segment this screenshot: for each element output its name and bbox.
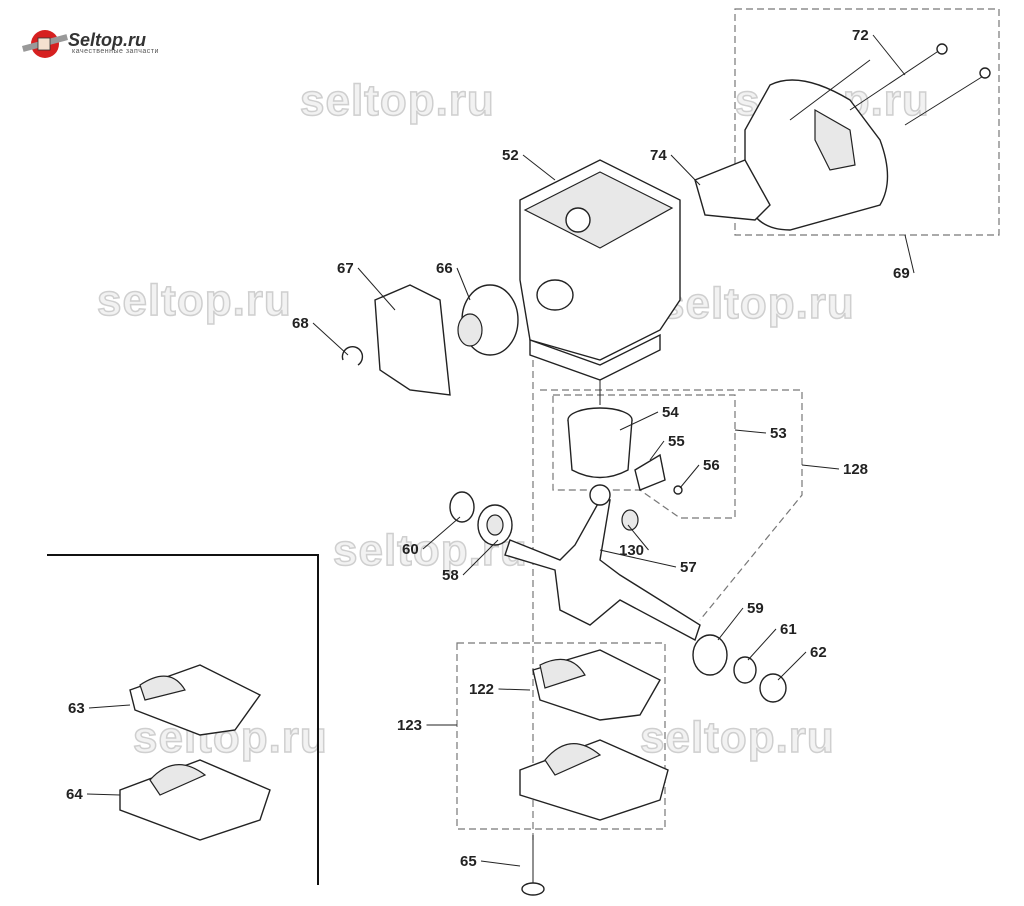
callout-56: 56	[703, 457, 720, 474]
leader-line	[872, 34, 906, 76]
leader-line	[679, 464, 700, 489]
callout-53: 53	[770, 425, 787, 442]
callout-52: 52	[502, 147, 519, 164]
leader-line	[456, 267, 471, 301]
group-69-box	[734, 8, 1000, 236]
callout-67: 67	[337, 260, 354, 277]
leader-line	[777, 651, 807, 681]
leader-line	[599, 549, 677, 568]
callout-60: 60	[402, 541, 419, 558]
leader-line	[86, 793, 121, 796]
intake-flange-part	[457, 284, 519, 356]
callout-130: 130	[619, 542, 644, 559]
watermark-text: seltop.ru	[640, 713, 835, 762]
inset-crankcase-part	[119, 759, 271, 841]
cylinder-part	[519, 159, 681, 405]
callout-66: 66	[436, 260, 453, 277]
group-53-box	[552, 394, 736, 519]
leader-line	[462, 539, 499, 576]
watermark-text: seltop.ru	[300, 76, 495, 125]
leader-line	[88, 704, 131, 709]
intake-plate-part	[374, 284, 451, 396]
leader-line	[734, 429, 767, 434]
leader-line	[312, 322, 349, 356]
callout-68: 68	[292, 315, 309, 332]
leader-line	[717, 607, 744, 641]
group-128-box	[540, 389, 803, 621]
leader-line	[801, 464, 840, 470]
inset-gasket-part	[129, 664, 262, 736]
callout-122: 122	[469, 681, 494, 698]
crankshaft-part	[504, 484, 701, 642]
callout-59: 59	[747, 600, 764, 617]
callout-57: 57	[680, 559, 697, 576]
bolt-part	[521, 835, 545, 896]
watermark-text: seltop.ru	[97, 276, 292, 325]
leader-line	[649, 440, 665, 461]
callout-55: 55	[668, 433, 685, 450]
bearings-part	[449, 491, 787, 703]
callout-58: 58	[442, 567, 459, 584]
leader-line	[670, 154, 701, 186]
crankcase-part	[519, 739, 669, 821]
leader-line	[357, 267, 396, 311]
callout-123: 123	[397, 717, 422, 734]
leader-line	[619, 411, 659, 431]
leader-line	[498, 688, 531, 691]
leader-line	[522, 154, 556, 181]
piston-part	[567, 407, 683, 495]
callout-54: 54	[662, 404, 679, 421]
callout-72: 72	[852, 27, 869, 44]
leader-line	[480, 860, 521, 867]
callout-69: 69	[893, 265, 910, 282]
callout-65: 65	[460, 853, 477, 870]
circlip-part	[341, 346, 364, 366]
leader-line	[627, 524, 649, 551]
callout-128: 128	[843, 461, 868, 478]
callouts: 72 52 74 69 67 66 68 54 55 53 56 128 60 130 57 58 59 61 62…	[66, 27, 915, 870]
callout-62: 62	[810, 644, 827, 661]
logo-subtitle: качественные запчасти	[72, 48, 159, 55]
callout-63: 63	[68, 700, 85, 717]
group-123-box	[456, 642, 666, 830]
watermark-text: seltop.ru	[660, 279, 855, 328]
inset-frame	[47, 554, 319, 885]
logo-title[interactable]: Seltop.ru	[68, 30, 147, 50]
callout-61: 61	[780, 621, 797, 638]
leader-line	[747, 628, 777, 661]
leader-line	[904, 234, 915, 274]
callout-64: 64	[66, 786, 83, 803]
leader-line	[422, 516, 461, 550]
crankcase-gasket-part	[532, 649, 661, 721]
logo-icon	[22, 30, 68, 58]
gasket-part	[694, 159, 771, 221]
callout-74: 74	[650, 147, 667, 164]
muffler-part	[744, 43, 991, 231]
